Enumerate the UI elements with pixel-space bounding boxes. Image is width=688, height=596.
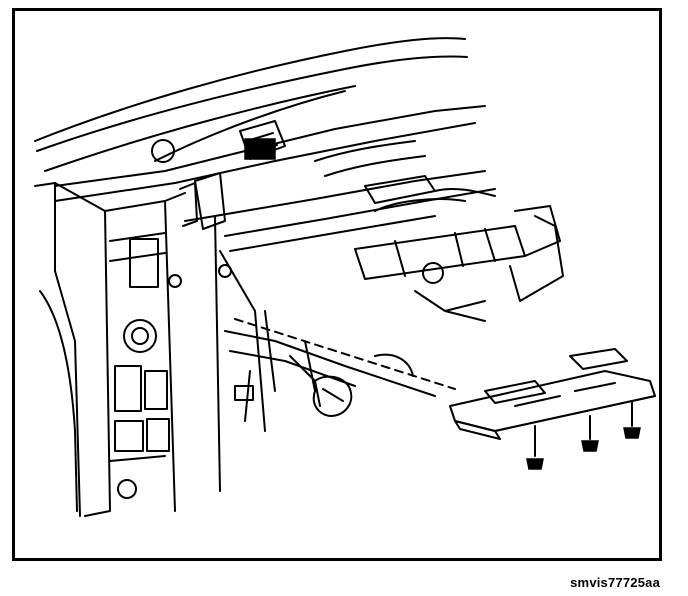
fasteners xyxy=(534,400,633,457)
nut-icon xyxy=(623,427,641,439)
exploded-view-illustration xyxy=(34,37,656,517)
steering-column xyxy=(354,187,564,322)
nut-icon xyxy=(526,458,544,470)
figure-code: smvis77725aa xyxy=(570,575,660,590)
nut-icon xyxy=(581,440,599,452)
side-panel xyxy=(34,182,266,517)
diagram-frame xyxy=(12,8,662,561)
windshield-cowl-lines xyxy=(34,37,468,172)
bracket-plate xyxy=(449,348,656,440)
explode-line xyxy=(234,318,456,390)
pedal xyxy=(289,355,353,417)
dashboard-structure xyxy=(54,105,496,252)
lower-dash xyxy=(224,310,436,422)
